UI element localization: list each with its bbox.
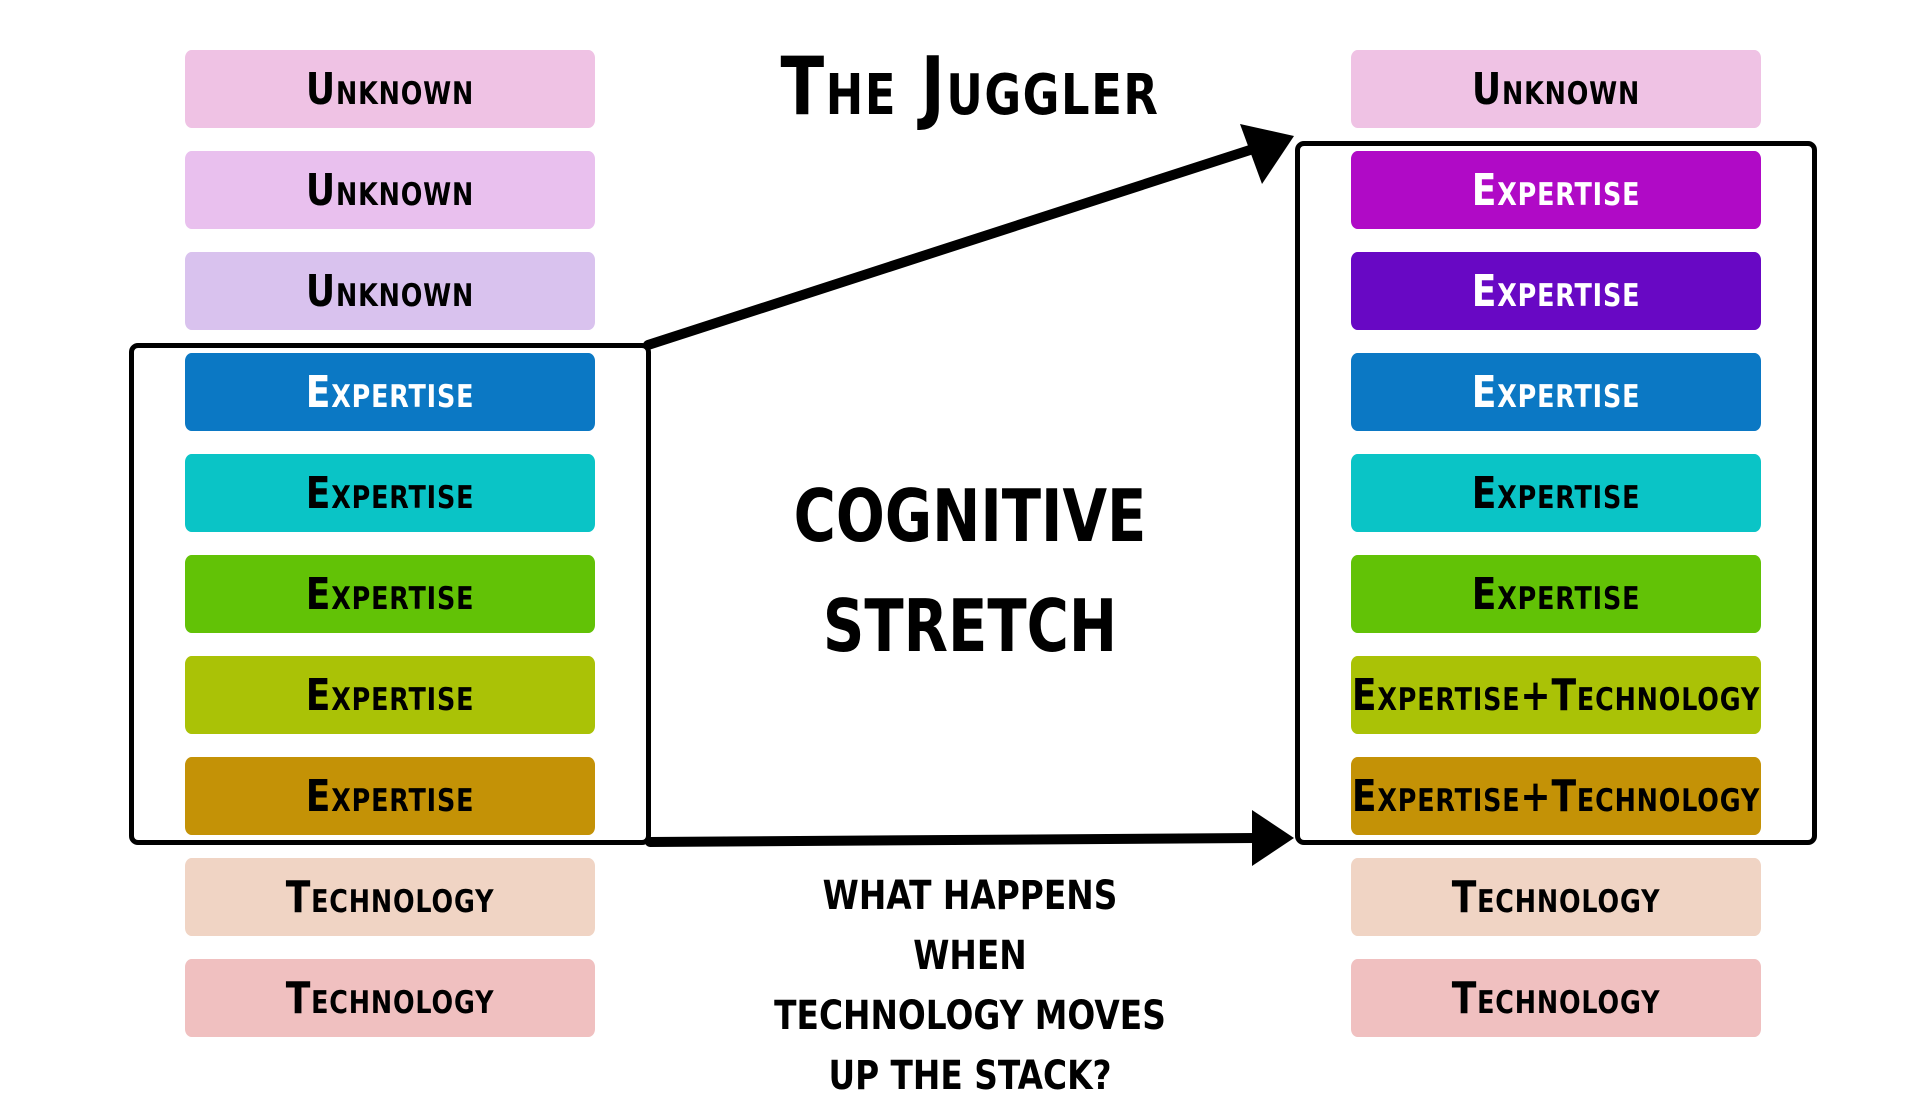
- upper-arrow-head: [1240, 124, 1294, 184]
- left-block-label: Expertise: [305, 467, 475, 519]
- diagram-title: The Juggler: [780, 40, 1160, 133]
- stretch-label: STRETCH: [822, 584, 1118, 668]
- right-block-expertise-plus-technology: Expertise+Technology: [1351, 656, 1761, 734]
- right-block-label: Technology: [1451, 871, 1661, 923]
- left-block-unknown: Unknown: [185, 50, 595, 128]
- right-block-label: Expertise+Technology: [1351, 770, 1761, 822]
- cognitive-label: COGNITIVE: [793, 474, 1147, 558]
- right-block-technology: Technology: [1351, 959, 1761, 1037]
- left-block-technology: Technology: [185, 858, 595, 936]
- right-block-expertise: Expertise: [1351, 151, 1761, 229]
- left-block-expertise: Expertise: [185, 757, 595, 835]
- left-block-label: Expertise: [305, 568, 475, 620]
- right-block-label: Expertise+Technology: [1351, 669, 1761, 721]
- right-block-technology: Technology: [1351, 858, 1761, 936]
- right-block-label: Expertise: [1471, 366, 1641, 418]
- right-block-unknown: Unknown: [1351, 50, 1761, 128]
- arrows: [643, 124, 1294, 866]
- left-block-expertise: Expertise: [185, 555, 595, 633]
- left-block-label: Unknown: [305, 164, 475, 216]
- right-block-label: Expertise: [1471, 265, 1641, 317]
- left-block-label: Expertise: [305, 669, 475, 721]
- left-block-unknown: Unknown: [185, 151, 595, 229]
- right-block-expertise: Expertise: [1351, 555, 1761, 633]
- right-block-label: Expertise: [1471, 568, 1641, 620]
- right-block-expertise-plus-technology: Expertise+Technology: [1351, 757, 1761, 835]
- right-block-expertise: Expertise: [1351, 252, 1761, 330]
- right-block-label: Unknown: [1471, 63, 1641, 115]
- left-block-unknown: Unknown: [185, 252, 595, 330]
- right-block-expertise: Expertise: [1351, 454, 1761, 532]
- right-block-expertise: Expertise: [1351, 353, 1761, 431]
- question-line-1: WHAT HAPPENS WHEN: [822, 873, 1118, 979]
- left-block-expertise: Expertise: [185, 454, 595, 532]
- question-line-2: TECHNOLOGY MOVES: [774, 993, 1166, 1039]
- right-block-label: Technology: [1451, 972, 1661, 1024]
- left-block-expertise: Expertise: [185, 656, 595, 734]
- left-block-label: Technology: [285, 871, 495, 923]
- left-block-label: Expertise: [305, 366, 475, 418]
- left-block-technology: Technology: [185, 959, 595, 1037]
- left-block-label: Technology: [285, 972, 495, 1024]
- left-block-label: Unknown: [305, 63, 475, 115]
- left-block-label: Unknown: [305, 265, 475, 317]
- right-block-label: Expertise: [1471, 467, 1641, 519]
- right-block-label: Expertise: [1471, 164, 1641, 216]
- left-block-label: Expertise: [305, 770, 475, 822]
- upper-arrow-shaft: [643, 145, 1255, 350]
- left-block-expertise: Expertise: [185, 353, 595, 431]
- lower-arrow-shaft: [645, 833, 1261, 847]
- lower-arrow-head: [1252, 810, 1294, 866]
